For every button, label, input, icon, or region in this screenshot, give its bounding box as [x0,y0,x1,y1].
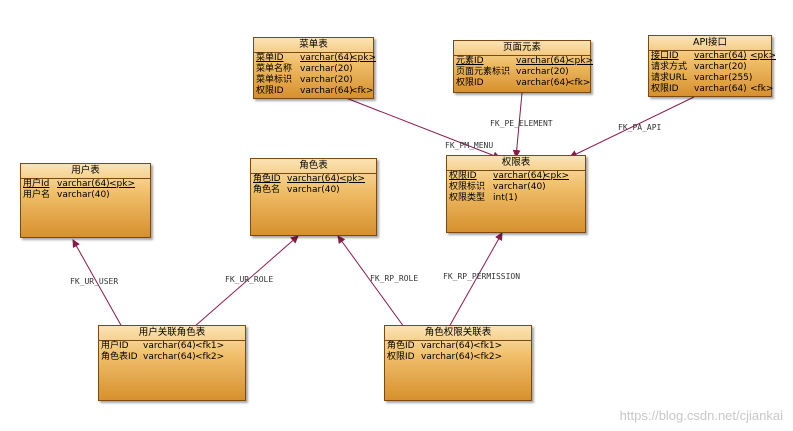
table-title: 角色权限关联表 [385,326,531,341]
table-menu[interactable]: 菜单表 菜单ID varchar(64) <pk> 菜单名称 varchar(2… [253,37,377,99]
label-fk-rp-permission: FK_RP_PERMISSION [443,272,521,281]
column-row: 菜单ID varchar(64) <pk> [256,53,377,63]
column-row: 角色ID varchar(64) <fk1> [387,341,503,351]
column-row: 角色表ID varchar(64) <fk2> [101,352,225,362]
column-row: 角色ID varchar(64) <pk> [253,174,366,184]
column-row: 请求URL varchar(255) [651,73,753,83]
table-role-permission[interactable]: 角色权限关联表 角色ID varchar(64) <fk1> 权限ID varc… [384,325,532,401]
table-title: 权限表 [447,156,585,171]
line-fk-rp-permission [448,232,503,328]
column-row: 权限ID varchar(64) <fk> [456,78,591,88]
column-row: 用户Id varchar(64) <pk> [23,179,136,189]
label-fk-pe-element: FK_PE_ELEMENT [490,119,553,128]
column-row: 元素ID varchar(64) <pk> [456,56,594,66]
table-page-element[interactable]: 页面元素 元素ID varchar(64) <pk> 页面元素标识 varcha… [453,40,594,93]
column-row: 请求方式 varchar(20) [651,62,747,72]
column-row: 菜单名称 varchar(20) [256,64,353,74]
label-fk-pm-menu: FK_PM_MENU [445,141,494,150]
column-row: 权限ID varchar(64) <pk> [449,171,570,181]
label-fk-rp-role: FK_RP_ROLE [370,274,419,283]
table-api[interactable]: API接口 接口ID varchar(64) <pk> 请求方式 varchar… [648,35,777,97]
column-row: 权限类型 int(1) [449,193,518,203]
label-fk-ur-user: FK_UR_USER [70,277,119,286]
column-row: 页面元素标识 varchar(20) [456,67,569,77]
watermark: https://blog.csdn.net/cjiankai [619,408,783,423]
line-fk-ur-role [193,235,299,328]
table-title: 页面元素 [454,41,590,56]
table-user-role[interactable]: 用户关联角色表 用户ID varchar(64) <fk1> 角色表ID var… [98,325,246,401]
table-title: API接口 [649,36,771,51]
column-row: 权限ID varchar(64) <fk> [651,84,774,94]
column-row: 角色名 varchar(40) [253,185,340,195]
table-role[interactable]: 角色表 角色ID varchar(64) <pk> 角色名 varchar(40… [250,158,377,236]
label-fk-pa-api: FK_PA_API [618,123,662,132]
column-row: 权限ID varchar(64) <fk> [256,86,374,96]
table-title: 用户表 [21,164,150,179]
table-permission[interactable]: 权限表 权限ID varchar(64) <pk> 权限标识 varchar(4… [446,155,586,233]
column-row: 接口ID varchar(64) <pk> [651,51,777,61]
column-row: 权限标识 varchar(40) [449,182,546,192]
line-fk-pa-api [569,96,695,158]
column-row: 菜单标识 varchar(20) [256,75,353,85]
line-fk-ur-user [72,239,123,328]
label-fk-ur-role: FK_UR_ROLE [225,275,274,284]
column-row: 用户ID varchar(64) <fk1> [101,341,225,351]
line-fk-rp-role [337,235,405,328]
table-user[interactable]: 用户表 用户Id varchar(64) <pk> 用户名 varchar(40… [20,163,151,238]
line-fk-pm-menu [345,97,501,160]
table-title: 角色表 [251,159,376,174]
line-fk-pe-element [512,92,523,158]
table-title: 用户关联角色表 [99,326,245,341]
column-row: 权限ID varchar(64) <fk2> [387,352,503,362]
table-title: 菜单表 [254,38,373,53]
column-row: 用户名 varchar(40) [23,190,110,200]
